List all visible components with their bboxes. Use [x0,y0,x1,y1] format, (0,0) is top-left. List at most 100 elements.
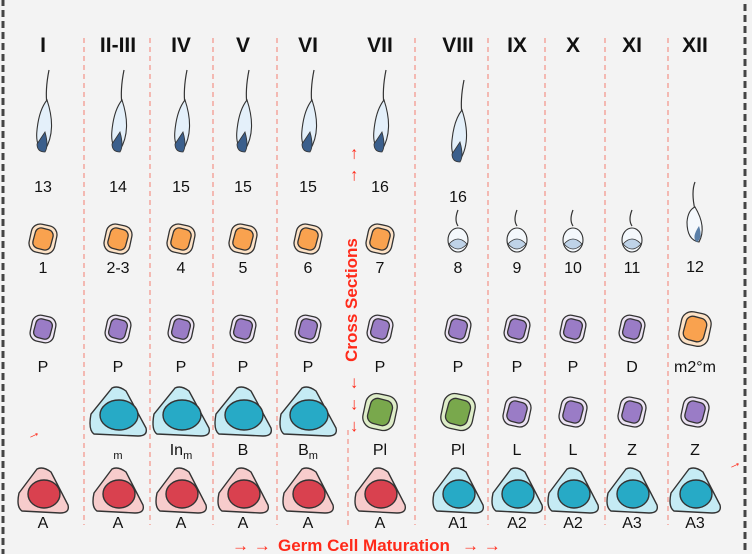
spermatogonium-b [152,386,211,437]
spermatocyte-purple [104,314,132,344]
spermatocyte-label: P [238,359,249,376]
spermatocyte-label: P [453,359,464,376]
spermatogonium-b [214,386,273,437]
row4-cell-label-text: In [170,442,183,459]
spermatogonium-a-label: A2 [507,515,527,532]
spermatocyte-purple [444,314,472,344]
round-spermatid-step-text: 9 [513,260,522,277]
spermatogonium-a-label-text: A3 [685,515,705,532]
spermatocyte-label: P [38,359,49,376]
spermatocyte-label-text: P [303,359,314,376]
spermatogonium-a [669,467,722,514]
spermatogonium-a-label: A1 [448,515,468,532]
spermatogonium-a-label: A [113,515,124,532]
spermatogonium-a-label: A [176,515,187,532]
round-spermatid [365,223,395,255]
cross-sections-indicator: Cross Sections → → ← ← ← [342,146,361,436]
spermatogonium-a [547,467,600,514]
stage-numeral: I [40,34,46,57]
stage-dividers [83,38,669,525]
spermatocyte-purple [29,314,57,344]
elongated-spermatid-step-text: 14 [109,179,127,196]
row4-cell-label: L [569,442,578,459]
germ-cell-maturation-indicator: → → Germ Cell Maturation → → [232,536,501,554]
spermatocyte-label-text: P [453,359,464,376]
round-spermatid-step: 12 [686,259,704,276]
germ-cell-maturation-label: Germ Cell Maturation [278,536,450,554]
spermatogonium-a-label-text: A2 [507,515,527,532]
elongated-spermatid-step-text: 15 [234,179,252,196]
round-spermatid-step: 4 [177,260,186,277]
spermatogonium-a [92,467,145,514]
row4-cell-label: m [113,450,122,462]
spermatogonium-b [279,386,338,437]
round-spermatid [28,223,58,255]
spermatocyte-label-text: P [176,359,187,376]
spermatocyte-label: P [303,359,314,376]
spermatocyte-label-text: m2°m [674,359,716,376]
spermatogonium-a-label-text: A2 [563,515,583,532]
spermatocyte-label-text: D [626,359,638,376]
round-spermatid-step-text: 2-3 [106,260,129,277]
spermatogonium-a [432,467,485,514]
round-spermatid [103,223,133,255]
spermatocyte-purple [618,314,646,344]
row4-cell-label-text: B [298,442,309,459]
round-spermatid-step-text: 1 [39,260,48,277]
elongated-spermatid-step: 14 [109,179,127,196]
spermatocyte-label-text: P [113,359,124,376]
spermatogonium-a-label-text: A1 [448,515,468,532]
elongating-spermatid [686,181,703,243]
spermatocyte-green [440,392,476,432]
elongated-spermatid [301,69,318,153]
left-arrows-icon: → → [232,536,271,554]
stage-numeral: II-III [100,34,136,57]
stage-numeral: XI [622,34,642,57]
row4-cell-label: Pl [373,442,387,459]
spermatogonium-a-label: A3 [622,515,642,532]
elongated-spermatid-step: 15 [299,179,317,196]
elongated-spermatid-step: 15 [172,179,190,196]
row4-cell-label-subscript: m [309,450,318,462]
spermatocyte-label: D [626,359,638,376]
round-spermatid-step-text: 8 [454,260,463,277]
spermatogonium-a-label-text: A [303,515,314,532]
elongated-spermatid [236,69,253,153]
elongated-spermatid-step-text: 15 [172,179,190,196]
spermatocyte-label: P [568,359,579,376]
spermatocyte-green [362,392,398,432]
row4-cell-label-text: Pl [451,442,465,459]
stage-numeral: VII [367,34,393,57]
cycle-continue-arrow-icon: → [724,453,743,473]
spermatogonium-a-label-text: A3 [622,515,642,532]
spermatocyte-label: P [176,359,187,376]
round-spermatid-step: 6 [304,260,313,277]
row4-cell-label-subscript: m [183,450,192,462]
round-spermatid [166,223,196,255]
spermatogonium-a-label: A [303,515,314,532]
spermatocyte-purple [229,314,257,344]
spermatogonium-a-label-text: A [113,515,124,532]
spermatogonium-a-label-text: A [38,515,49,532]
elongated-spermatid [174,69,191,153]
elongated-spermatid-step-text: 15 [299,179,317,196]
up-arrows-icon: → → [342,146,361,185]
round-spermatid-step-text: 11 [624,260,641,277]
cycle-start-arrow-icon: → [23,423,42,443]
spermatogonium-a-label-text: A [176,515,187,532]
spermatogonium-a-label: A2 [563,515,583,532]
row4-cell-label-text: B [238,442,249,459]
round-spermatid-step: 5 [239,260,248,277]
row4-cell-label-subscript: m [113,450,122,462]
round-spermatid-step-text: 10 [564,260,582,277]
round-spermatid-step-text: 12 [686,259,704,276]
spermatocyte-label: P [375,359,386,376]
stage-numeral: IX [507,34,527,57]
